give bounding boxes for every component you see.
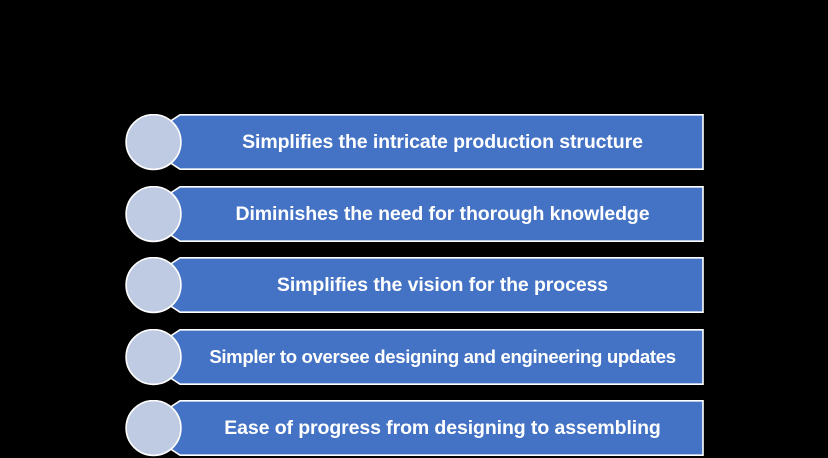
list-item-label: Simpler to oversee designing and enginee… — [209, 345, 676, 367]
bullet-shape-2 — [125, 185, 704, 242]
list-item[interactable]: Simplifies the vision for the process — [0, 257, 828, 319]
list-item[interactable]: Simplifies the intricate production stru… — [0, 114, 828, 176]
list-item[interactable]: Simpler to oversee designing and enginee… — [0, 328, 828, 391]
bullet-shape-1 — [125, 114, 704, 171]
list-item-label: Simplifies the intricate production stru… — [242, 131, 643, 153]
bullet-shape-5 — [125, 400, 704, 457]
list-item-label: Diminishes the need for thorough knowled… — [235, 202, 650, 225]
bullet-shape-3 — [125, 257, 704, 314]
list-item[interactable]: Ease of progress from designing to assem… — [0, 400, 828, 458]
list-item-label: Simplifies the vision for the process — [276, 274, 609, 296]
bullet-shape-4 — [125, 328, 704, 385]
list-item-label: Ease of progress from designing to assem… — [224, 417, 661, 439]
list-item[interactable]: Diminishes the need for thorough knowled… — [0, 185, 828, 248]
